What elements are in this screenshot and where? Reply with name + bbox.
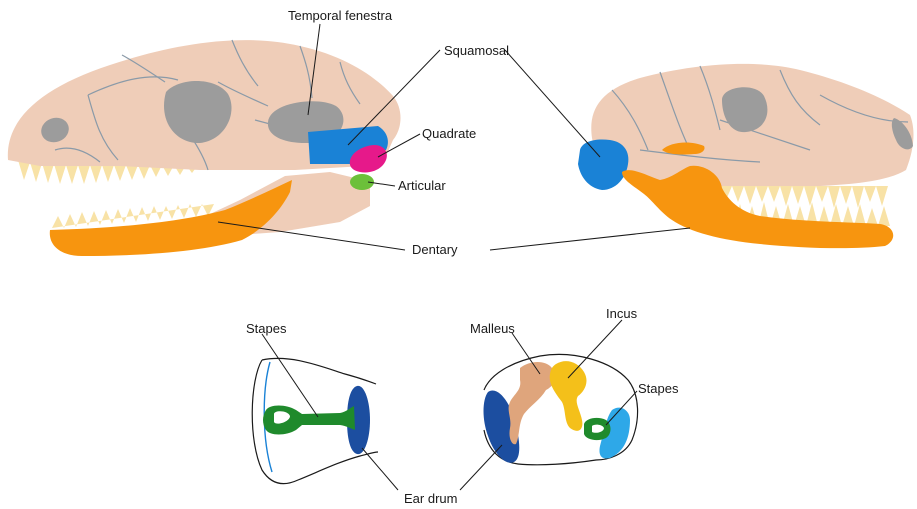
label-incus: Incus: [606, 306, 638, 321]
leader-dentary-right: [490, 228, 690, 250]
leader-incus: [568, 320, 622, 378]
label-quadrate: Quadrate: [422, 126, 476, 141]
incus: [550, 361, 587, 431]
leader-stapes-left: [262, 334, 318, 417]
mammal-upper-teeth: [720, 186, 888, 208]
label-stapes-reptile: Stapes: [246, 321, 287, 336]
label-dentary: Dentary: [412, 242, 458, 257]
leader-ear-drum-right: [460, 445, 502, 490]
malleus: [509, 362, 556, 444]
label-squamosal: Squamosal: [444, 43, 509, 58]
mammal-ear: [484, 354, 638, 464]
leader-ear-drum-left: [362, 448, 398, 490]
mammal-skull: [578, 64, 913, 248]
label-temporal-fenestra: Temporal fenestra: [288, 8, 393, 23]
reptile-ear: [252, 358, 378, 483]
label-articular: Articular: [398, 178, 446, 193]
reptile-stapes: [263, 406, 355, 435]
reptile-skull: [8, 40, 401, 256]
label-stapes-mammal: Stapes: [638, 381, 679, 396]
label-malleus: Malleus: [470, 321, 515, 336]
reptile-ear-outline: [262, 358, 376, 384]
leader-squamosal-right: [505, 50, 600, 157]
reptile-dentary: [50, 180, 292, 256]
mammal-squamosal: [578, 139, 628, 190]
mammal-stapes: [584, 418, 611, 440]
label-ear-drum: Ear drum: [404, 491, 457, 506]
